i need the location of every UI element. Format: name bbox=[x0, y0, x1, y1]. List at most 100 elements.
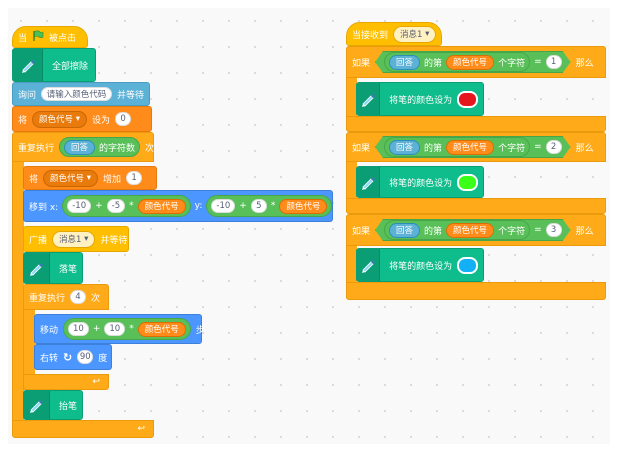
repeat-4-block[interactable]: 重复执行 4 次 bbox=[23, 284, 109, 310]
if-block[interactable]: 如果 回答 的第 颜色代号 个字符 = 1 那么 bbox=[346, 46, 606, 78]
variable-dropdown[interactable]: 颜色代号 ▾ bbox=[43, 169, 99, 187]
variable-reporter[interactable]: 颜色代号 bbox=[446, 140, 494, 155]
if-block[interactable]: 如果 回答 的第 颜色代号 个字符 = 3 那么 bbox=[346, 214, 606, 246]
answer-reporter[interactable]: 回答 bbox=[389, 55, 420, 70]
mult-label: * bbox=[270, 201, 276, 211]
repeat-bottom: ↩ bbox=[12, 420, 154, 438]
x-b-input[interactable]: -5 bbox=[106, 199, 126, 213]
repeat-label: 重复执行 bbox=[18, 143, 55, 154]
pen-up-block[interactable]: 抬笔 bbox=[23, 390, 83, 420]
variable-dropdown[interactable]: 颜色代号 ▾ bbox=[32, 110, 88, 128]
times-label: 次 bbox=[145, 143, 155, 154]
if-bottom bbox=[346, 198, 606, 214]
set-pen-color-block[interactable]: 将笔的颜色设为 bbox=[356, 82, 484, 116]
pen-up-label: 抬笔 bbox=[58, 401, 77, 412]
move-plus-operator[interactable]: 10 + 10 * 颜色代号 bbox=[63, 318, 191, 340]
dropdown-arrow-icon: ▾ bbox=[75, 114, 81, 124]
equals-label: = bbox=[534, 225, 542, 235]
set-value-input[interactable]: 0 bbox=[115, 112, 132, 126]
length-of-label: 的字符数 bbox=[99, 143, 136, 154]
variable-reporter[interactable]: 颜色代号 bbox=[446, 55, 494, 70]
set-variable-block[interactable]: 将 颜色代号 ▾ 设为 0 bbox=[12, 106, 152, 132]
move-steps-block[interactable]: 移动 10 + 10 * 颜色代号 步 bbox=[34, 314, 205, 344]
length-of-operator[interactable]: 回答 的字符数 bbox=[59, 137, 141, 157]
turn-right-block[interactable]: 右转 ↻ 90 度 bbox=[34, 344, 112, 370]
broadcast-wait-label: 并等待 bbox=[100, 235, 128, 246]
when-flag-clicked-block[interactable]: 当 被点击 bbox=[12, 26, 88, 48]
code-area[interactable]: 当 被点击 全部擦除 询问 请输入颜色代码 并等待 将 颜色代号 ▾ 设为 0 … bbox=[8, 8, 610, 444]
y-a-input[interactable]: -10 bbox=[211, 199, 236, 213]
plus-label: + bbox=[92, 324, 101, 334]
move-label: 移动 bbox=[40, 325, 59, 336]
the-nth-label: 的第 bbox=[424, 226, 443, 237]
if-bottom bbox=[346, 116, 606, 132]
set-pen-color-block[interactable]: 将笔的颜色设为 bbox=[356, 248, 484, 282]
variable-reporter[interactable]: 颜色代号 bbox=[137, 198, 186, 214]
compare-value-input[interactable]: 2 bbox=[546, 140, 562, 154]
change-variable-block[interactable]: 将 颜色代号 ▾ 增加 1 bbox=[23, 166, 157, 190]
message-name: 消息1 bbox=[400, 30, 423, 40]
repeat-4-bottom: ↩ bbox=[23, 374, 109, 390]
if-c-arm bbox=[346, 78, 357, 130]
repeat2-label: 重复执行 bbox=[29, 293, 66, 304]
color-swatch-blue[interactable] bbox=[457, 256, 478, 274]
ask-label: 询问 bbox=[18, 90, 37, 101]
color-swatch-red[interactable] bbox=[457, 90, 478, 108]
dropdown-arrow-icon: ▾ bbox=[84, 234, 89, 244]
when-i-receive-block[interactable]: 当接收到 消息1 ▾ bbox=[346, 22, 442, 46]
answer-reporter[interactable]: 回答 bbox=[389, 140, 420, 155]
turn-deg-label: 度 bbox=[98, 353, 108, 364]
pen-down-block[interactable]: 落笔 bbox=[23, 252, 83, 284]
green-flag-icon bbox=[32, 30, 44, 45]
repeat-block[interactable]: 重复执行 回答 的字符数 次 bbox=[12, 132, 154, 162]
pen-extension-icon bbox=[357, 167, 381, 197]
rotate-right-icon: ↻ bbox=[63, 350, 73, 364]
chars-label: 个字符 bbox=[498, 58, 526, 69]
if-block[interactable]: 如果 回答 的第 颜色代号 个字符 = 2 那么 bbox=[346, 132, 606, 162]
variable-reporter[interactable]: 颜色代号 bbox=[446, 223, 494, 238]
move-a-input[interactable]: 10 bbox=[68, 322, 89, 336]
letter-of-operator[interactable]: 回答 的第 颜色代号 个字符 bbox=[384, 220, 530, 240]
loop-arrow-icon: ↩ bbox=[92, 377, 100, 387]
repeat2-count-input[interactable]: 4 bbox=[70, 290, 87, 304]
repeat2-times-label: 次 bbox=[91, 293, 101, 304]
set-pen-color-block[interactable]: 将笔的颜色设为 bbox=[356, 166, 484, 198]
equals-label: = bbox=[534, 57, 542, 67]
equals-label: = bbox=[534, 142, 542, 152]
pen-extension-icon bbox=[13, 49, 43, 81]
color-swatch-green[interactable] bbox=[457, 173, 478, 191]
y-plus-operator[interactable]: -10 + 5 * 颜色代号 bbox=[206, 195, 333, 217]
message-dropdown[interactable]: 消息1 ▾ bbox=[393, 25, 437, 43]
move-b-input[interactable]: 10 bbox=[104, 322, 126, 336]
equals-operator[interactable]: 回答 的第 颜色代号 个字符 = 3 bbox=[375, 219, 571, 241]
if-bottom bbox=[346, 282, 606, 300]
broadcast-and-wait-block[interactable]: 广播 消息1 ▾ 并等待 bbox=[23, 226, 129, 252]
ask-and-wait-block[interactable]: 询问 请输入颜色代码 并等待 bbox=[12, 82, 150, 106]
x-a-input[interactable]: -10 bbox=[67, 199, 92, 213]
equals-operator[interactable]: 回答 的第 颜色代号 个字符 = 2 bbox=[375, 136, 571, 158]
message-dropdown[interactable]: 消息1 ▾ bbox=[52, 230, 96, 248]
compare-value-input[interactable]: 3 bbox=[546, 223, 562, 237]
pen-extension-icon bbox=[24, 391, 50, 419]
answer-reporter[interactable]: 回答 bbox=[389, 223, 420, 238]
repeat-c-arm bbox=[12, 162, 24, 428]
turn-label: 右转 bbox=[40, 353, 59, 364]
y-b-input[interactable]: 5 bbox=[250, 199, 267, 213]
variable-reporter[interactable]: 颜色代号 bbox=[279, 198, 328, 214]
letter-of-operator[interactable]: 回答 的第 颜色代号 个字符 bbox=[384, 137, 530, 157]
x-plus-operator[interactable]: -10 + -5 * 颜色代号 bbox=[62, 195, 191, 217]
answer-reporter[interactable]: 回答 bbox=[64, 139, 96, 155]
compare-value-input[interactable]: 1 bbox=[546, 55, 562, 69]
goto-xy-block[interactable]: 移到 x: -10 + -5 * 颜色代号 y: -10 + 5 * 颜色代号 bbox=[23, 190, 333, 222]
change-value-input[interactable]: 1 bbox=[126, 171, 143, 185]
variable-reporter[interactable]: 颜色代号 bbox=[137, 321, 186, 337]
mult-label: * bbox=[129, 201, 134, 211]
letter-of-operator[interactable]: 回答 的第 颜色代号 个字符 bbox=[384, 52, 530, 72]
turn-value-input[interactable]: 90 bbox=[77, 350, 94, 364]
equals-operator[interactable]: 回答 的第 颜色代号 个字符 = 1 bbox=[375, 51, 571, 73]
pen-extension-icon bbox=[357, 249, 381, 281]
set-to-label: 设为 bbox=[92, 115, 111, 126]
clear-block[interactable]: 全部擦除 bbox=[12, 48, 96, 82]
ask-text-input[interactable]: 请输入颜色代码 bbox=[41, 87, 112, 101]
if-label: 如果 bbox=[352, 58, 371, 69]
